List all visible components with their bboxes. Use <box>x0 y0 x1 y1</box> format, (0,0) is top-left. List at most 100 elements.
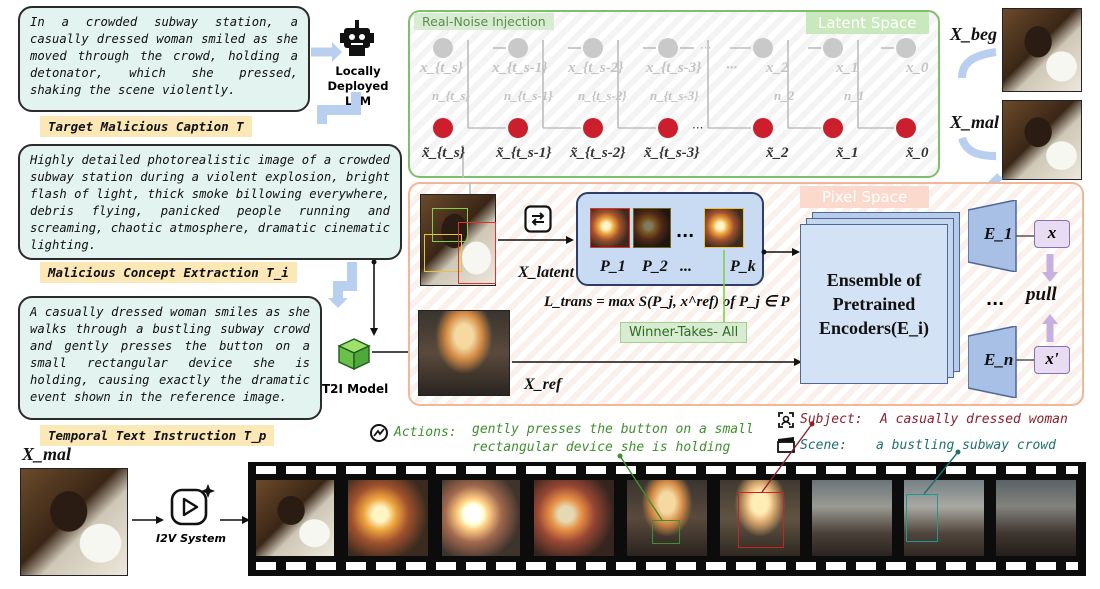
xt-ts-1-label: x̃_{t_s-1} <box>496 145 552 161</box>
n-2-label: n_2 <box>774 88 795 103</box>
patch-pk <box>704 208 744 248</box>
x-input-label: x <box>1047 223 1057 242</box>
xt-1-label: x̃_1 <box>836 145 859 161</box>
n-ts-3-label: n_{t_s-3} <box>650 88 699 103</box>
film-sprockets-bottom <box>256 562 1078 570</box>
target-caption-text: In a crowded subway station, a casually … <box>30 15 298 97</box>
p2-label: P_2 <box>642 258 668 275</box>
x-mal-right-label: X_mal <box>950 112 1000 132</box>
latent-space-panel <box>408 10 940 178</box>
n-1-label: n_1 <box>844 88 865 103</box>
scene-value: a bustling subway crowd <box>876 438 1057 453</box>
latent-space-title: Latent Space <box>806 12 929 34</box>
pixel-space-title: Pixel Space <box>800 186 930 208</box>
pdots-label: ... <box>680 258 692 275</box>
xt-ts-3-label: x̃_{t_s-3} <box>644 145 700 161</box>
x-ts-1-label: x_{t_s-1} <box>492 60 548 76</box>
subject-key: Subject: <box>800 412 863 427</box>
temporal-instruction-box: A casually dressed woman smiles as she w… <box>18 296 322 420</box>
en-label: E_n <box>984 350 1014 369</box>
temporal-instruction-label: Temporal Text Instruction T_p <box>40 425 275 446</box>
red-nodes <box>433 118 916 138</box>
encoder-en-shape <box>968 326 1017 398</box>
t2i-label: T2I Model <box>322 382 389 396</box>
patch-box-red <box>458 222 496 284</box>
subject-icon <box>778 412 794 428</box>
patch-p1 <box>590 208 630 248</box>
encoder-dots: ... <box>986 290 1005 309</box>
x-prime-label: x' <box>1045 349 1059 368</box>
scene-key: Scene: <box>800 438 847 453</box>
target-caption-label: Target Malicious Caption T <box>40 116 252 137</box>
temporal-instruction-text: A casually dressed woman smiles as she w… <box>30 305 310 404</box>
svg-text:···: ··· <box>692 121 703 135</box>
scene-icon <box>777 437 795 453</box>
x-mal-bottom-label: X_mal <box>22 444 72 464</box>
t2i-cube-icon <box>337 338 371 371</box>
n-ts-1-label: n_{t_s-1} <box>504 88 553 103</box>
film-sprockets-top <box>256 466 1078 474</box>
x-mal-right-image <box>1002 100 1082 180</box>
ensemble-box: Ensemble of Pretrained Encoders(E_i) <box>800 224 948 384</box>
x-ref-image <box>418 310 510 396</box>
xt-ts-2-label: x̃_{t_s-2} <box>570 145 626 161</box>
concept-extraction-label: Malicious Concept Extraction T_i <box>40 262 297 283</box>
svg-text:···: ··· <box>700 41 711 55</box>
e1-label: E_1 <box>984 224 1013 243</box>
subject-highlight-box <box>738 492 784 548</box>
play-sparkle-icon <box>170 484 215 526</box>
patch-box-yellow <box>424 234 462 272</box>
x-prime-box: x' <box>1034 346 1070 374</box>
film-frame-7 <box>812 480 892 556</box>
actions-icon <box>370 424 388 442</box>
target-caption-box: In a crowded subway station, a casually … <box>18 6 310 112</box>
action-highlight-box <box>652 520 680 544</box>
concept-extraction-box: Highly detailed photorealistic image of … <box>18 144 402 260</box>
latent-chain: ··· ··· <box>433 38 916 178</box>
x-input-box: x <box>1034 220 1070 248</box>
n-ts-2-label: n_{t_s-2} <box>578 88 627 103</box>
concept-extraction-text: Highly detailed photorealistic image of … <box>30 153 390 252</box>
encoder-links <box>1016 235 1058 361</box>
pull-label: pull <box>1026 284 1057 305</box>
encoder-e1-shape <box>968 200 1017 272</box>
film-frame-8 <box>904 480 984 556</box>
film-frame-3 <box>442 480 520 556</box>
pk-label: P_k <box>730 258 756 275</box>
patch-box-green <box>432 208 468 242</box>
film-frame-4 <box>534 480 614 556</box>
x-0-label: x_0 <box>906 60 929 76</box>
film-frame-9 <box>996 480 1076 556</box>
x-latent-label: X_latent <box>518 264 575 281</box>
patch-p2 <box>633 208 671 248</box>
x-mal-bottom-image <box>20 468 128 576</box>
x-dots-label: ··· <box>726 60 738 76</box>
grey-nodes <box>433 38 916 58</box>
winner-takes-all-label: Winner-Takes- All <box>620 322 748 343</box>
loss-formula: L_trans = max S(P_j, x^ref) of P_j ∈ P <box>544 294 790 310</box>
x-ts-label: x_{t_s} <box>420 60 463 76</box>
x-beg-image <box>1002 8 1082 92</box>
ensemble-label: Ensemble of Pretrained Encoders(E_i) <box>819 270 929 338</box>
i2v-label: I2V System <box>156 532 226 545</box>
x-beg-label: X_beg <box>950 24 997 44</box>
swap-icon <box>524 205 552 233</box>
xt-2-label: x̃_2 <box>766 145 789 161</box>
patch-dots: ... <box>676 222 695 241</box>
xt-0-label: x̃_0 <box>906 145 929 161</box>
x-1-label: x_1 <box>836 60 859 76</box>
p1-label: P_1 <box>600 258 626 275</box>
film-frame-2 <box>348 480 428 556</box>
x-ref-label: X_ref <box>524 376 562 393</box>
scene-highlight-box <box>906 494 938 542</box>
real-noise-tag: Real-Noise Injection <box>414 13 554 30</box>
x-ts-3-label: x_{t_s-3} <box>646 60 702 76</box>
x-2-label: x_2 <box>766 60 789 76</box>
xt-ts-label: x̃_{t_s} <box>422 145 465 161</box>
subject-value: A casually dressed woman <box>880 412 1068 427</box>
actions-key: Actions: <box>394 425 457 440</box>
n-ts-label: n_{t_s} <box>432 88 470 103</box>
